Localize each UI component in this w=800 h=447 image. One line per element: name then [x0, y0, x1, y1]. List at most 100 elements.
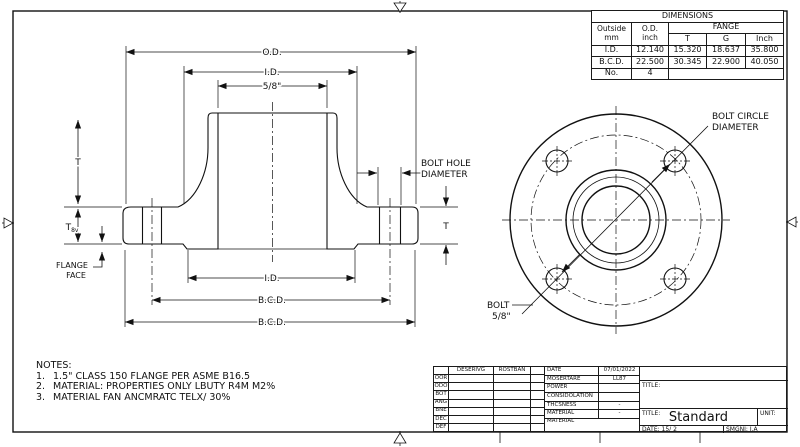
- header-od-inch: O.D. inch: [631, 21, 669, 46]
- table-row: I.D. 12.140 15.320 18.637 35.800: [591, 44, 784, 57]
- section-metal-left: [122, 112, 219, 250]
- note-text: MATERIAL FAN ANCMRATC TELX/ 30%: [53, 391, 231, 403]
- rev-row-label: DEF: [433, 422, 449, 433]
- table-row: B.C.D. 22.500 30.345 22.900 40.050: [591, 56, 784, 69]
- note-text: MATERIAL: PROPERTIES ONLY LBUTY R4M M2%: [53, 381, 276, 392]
- face-view: BOLT CIRCLE DIAMETER BOLT 5/8": [486, 106, 771, 334]
- rev-header-2: ROSTBAN: [493, 365, 531, 376]
- cell: 15.320: [668, 44, 707, 57]
- dim-t-right-label: T: [442, 222, 449, 232]
- note-item: 3. MATERIAL FAN ANCMRATC TELX/ 30%: [36, 391, 275, 404]
- note-number: 2.: [36, 381, 46, 392]
- note-number: 3.: [36, 391, 46, 403]
- sign-box: SMGNI: I.A: [724, 425, 788, 433]
- section-view: O.D. I.D. 5/8" T T8v FLANGE FACE BOLT HO…: [55, 46, 473, 330]
- info-label: DATE: [544, 366, 599, 376]
- bolt-hole-diameter-label-1: BOLT HOLE: [421, 159, 471, 169]
- dimensions-table: DIMENSIONS Outside mm O.D. inch FANGE T …: [591, 10, 784, 80]
- rev-row-label: ODO: [433, 382, 449, 392]
- unit-box: UNIT:: [758, 408, 788, 425]
- cell: [668, 67, 784, 80]
- dim-t8v-main: T: [65, 223, 72, 233]
- dim-bcd-outer-label: B.C.D.: [258, 318, 286, 328]
- title-upper-box: TITLE:: [640, 381, 788, 408]
- cell: 18.637: [706, 44, 746, 57]
- rev-row-label: BNE: [433, 406, 449, 416]
- info-table: DATE 07/01/2022 MOSERTARE LL87 POWER CON…: [544, 366, 641, 432]
- header-outside-mm: Outside mm: [591, 21, 632, 46]
- bolt-holes: [542, 146, 690, 294]
- title-label: TITLE:: [642, 410, 661, 417]
- drawing-title: Standard: [668, 410, 729, 425]
- center-mark-bottom-icon: [393, 432, 407, 444]
- info-value: 07/01/2022: [598, 366, 641, 376]
- rev-row-label: ANG: [433, 398, 449, 408]
- bolt-circle-diameter-label-1: BOLT CIRCLE: [712, 112, 769, 122]
- bolt-hole-left: [142, 208, 162, 244]
- notes-heading: NOTES:: [36, 360, 72, 371]
- header-t: T: [668, 33, 707, 46]
- flange-face-label-2: FACE: [66, 271, 86, 280]
- dim-bcd-inner-label: B.C.D.: [258, 296, 286, 306]
- rev-row-label: OOR: [433, 374, 449, 384]
- note-item: 1. 1.5" CLASS 150 FLANGE PER ASME B16.5: [36, 370, 275, 383]
- cell: 30.345: [668, 56, 707, 69]
- section-metal-right: [326, 112, 419, 250]
- dim-od-label: O.D.: [262, 48, 281, 58]
- rev-header-1: DESERIVG: [448, 365, 494, 376]
- rev-row-label: DEC: [433, 414, 449, 424]
- note-text: 1.5" CLASS 150 FLANGE PER ASME B16.5: [53, 370, 251, 382]
- note-number: 1.: [36, 370, 46, 382]
- cell-bcd: B.C.D.: [591, 56, 632, 69]
- empty-cell: [433, 365, 449, 376]
- title-block-empty-box: [640, 367, 788, 381]
- bolt-label-1: BOLT: [487, 301, 510, 311]
- dim-bore-label: 5/8": [263, 82, 282, 92]
- table-row: No. 4: [591, 67, 784, 80]
- cell: 40.050: [745, 56, 784, 69]
- info-value: -: [598, 400, 641, 411]
- title-upper-label: TITLE:: [642, 382, 661, 389]
- cell: 35.800: [745, 44, 784, 57]
- bolt-hole-right: [379, 208, 401, 244]
- title-block-right: TITLE: TITLE: Standard UNIT: DATE: 15/ 2…: [639, 366, 788, 433]
- info-label: MATERIAL: [544, 418, 641, 432]
- dim-t8v-sub: 8v: [71, 227, 79, 234]
- rev-row-label: BOT: [433, 390, 449, 400]
- info-label: POWER: [544, 383, 599, 393]
- info-value: [598, 391, 641, 402]
- bolt-label-2: 5/8": [492, 312, 511, 322]
- header-fange: FANGE: [668, 21, 784, 34]
- note-item: 2. MATERIAL: PROPERTIES ONLY LBUTY R4M M…: [36, 381, 276, 393]
- cell-id: I.D.: [591, 44, 632, 57]
- cell: 22.900: [706, 56, 746, 69]
- center-mark-right-icon: [786, 216, 797, 228]
- center-mark-top-icon: [393, 2, 407, 13]
- header-inch: Inch: [745, 33, 784, 46]
- info-value: LL87: [598, 374, 641, 385]
- revision-table: DESERIVG ROSTBAN OOR ODO BOT ANG BNE DEC…: [433, 365, 546, 433]
- info-label: MOSERTARE: [544, 374, 599, 385]
- cell: 22.500: [631, 56, 669, 69]
- dim-id-top-label: I.D.: [264, 68, 279, 78]
- info-label: MATERIAL: [544, 409, 599, 419]
- dimensions-table-title: DIMENSIONS: [591, 10, 784, 23]
- title-main-box: TITLE: Standard: [640, 408, 758, 425]
- cell: 12.140: [631, 44, 669, 57]
- flange-face-label-1: FLANGE: [56, 261, 88, 270]
- date-box: DATE: 15/ 2: [640, 425, 724, 433]
- unit-label: UNIT:: [760, 410, 776, 417]
- cell: 4: [631, 67, 669, 80]
- notes-block: NOTES: 1. 1.5" CLASS 150 FLANGE PER ASME…: [36, 360, 276, 404]
- dim-id-bottom-label: I.D.: [264, 274, 279, 284]
- bolt-circle-diameter-label-2: DIAMETER: [712, 123, 759, 133]
- bolt-hole-diameter-label-2: DIAMETER: [421, 170, 468, 180]
- dim-t-left-label: T: [74, 158, 81, 168]
- header-g: G: [706, 33, 746, 46]
- info-label: CONSIDOLATION: [544, 391, 599, 402]
- cell-no: No.: [591, 67, 632, 80]
- center-mark-left-icon: [3, 217, 14, 229]
- info-value: [598, 383, 641, 393]
